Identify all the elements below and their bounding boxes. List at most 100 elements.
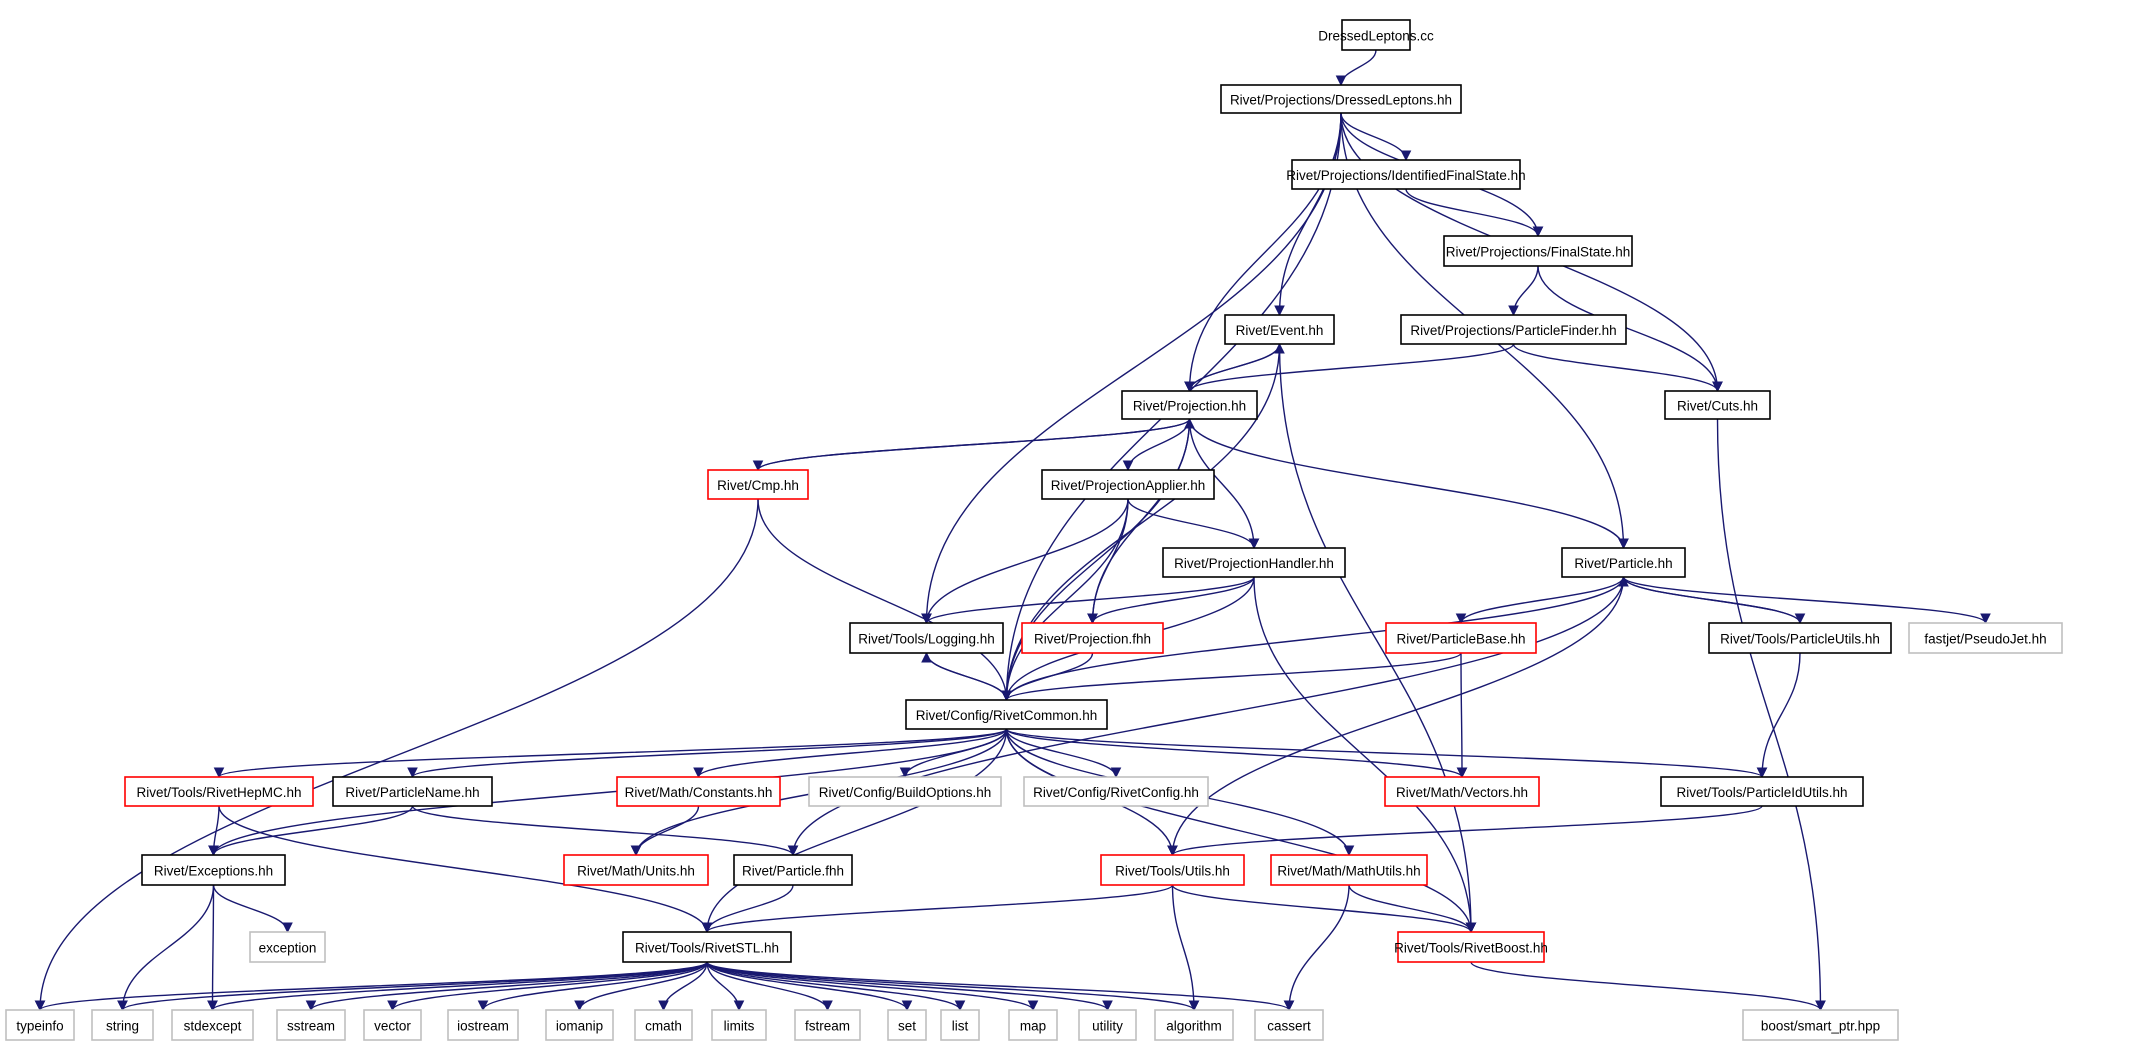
edge-rstl-to-typeinfo xyxy=(39,961,708,1011)
node-mathutils[interactable]: Rivet/Math/MathUtils.hh xyxy=(1270,854,1428,886)
node-label-map: map xyxy=(1020,1019,1046,1034)
arrow-head-dl_hh-to-event xyxy=(1274,305,1285,317)
arrow-head-common-to-rconfig xyxy=(1110,767,1122,779)
arrow-head-common-to-logging xyxy=(921,651,932,663)
arrow-head-phandler-to-logging xyxy=(921,613,932,625)
edge-proj-to-phandler xyxy=(1188,418,1255,549)
node-label-pbase: Rivet/ParticleBase.hh xyxy=(1396,632,1525,647)
node-label-particlefhh: Rivet/Particle.fhh xyxy=(742,864,844,879)
arrow-head-rstl-to-cmath xyxy=(658,1000,669,1012)
node-label-rconfig: Rivet/Config/RivetConfig.hh xyxy=(1033,785,1199,800)
node-box-exceptions xyxy=(141,854,286,886)
node-dl_hh[interactable]: Rivet/Projections/DressedLeptons.hh xyxy=(1220,84,1462,114)
edge-common-to-logging xyxy=(925,652,1008,701)
edge-dl_cc-to-dl_hh xyxy=(1340,49,1377,86)
node-fs[interactable]: Rivet/Projections/FinalState.hh xyxy=(1443,235,1633,267)
node-utils[interactable]: Rivet/Tools/Utils.hh xyxy=(1100,854,1245,886)
edge-fs-to-cuts xyxy=(1537,265,1719,392)
edge-utils-to-rstl xyxy=(706,884,1174,933)
node-fstream: fstream xyxy=(794,1009,861,1041)
node-particlefhh[interactable]: Rivet/Particle.fhh xyxy=(733,854,853,886)
node-putils[interactable]: Rivet/Tools/ParticleUtils.hh xyxy=(1708,622,1892,654)
node-box-buildopts xyxy=(808,776,1002,807)
node-box-typeinfo xyxy=(5,1009,75,1041)
arrow-head-utils-to-rstl xyxy=(701,922,713,934)
edge-dl_hh-to-logging xyxy=(925,112,1342,624)
edge-common-to-rboost xyxy=(1005,728,1472,933)
arrow-head-common-to-pidutils xyxy=(1756,767,1768,779)
edge-pname-to-particlefhh xyxy=(411,805,794,856)
node-dl_cc[interactable]: DressedLeptons.cc xyxy=(1318,19,1434,51)
node-box-rboost xyxy=(1397,931,1545,963)
node-label-algorithm: algorithm xyxy=(1166,1019,1222,1034)
node-box-iomanip xyxy=(545,1009,614,1041)
node-label-putils: Rivet/Tools/ParticleUtils.hh xyxy=(1720,632,1880,647)
node-label-rstl: Rivet/Tools/RivetSTL.hh xyxy=(635,941,779,956)
edge-proj-to-particle xyxy=(1188,418,1625,549)
node-logging[interactable]: Rivet/Tools/Logging.hh xyxy=(849,622,1004,654)
node-vector: vector xyxy=(363,1009,422,1041)
edge-cmp-to-typeinfo xyxy=(39,498,759,1011)
node-box-vector xyxy=(363,1009,422,1041)
node-units[interactable]: Rivet/Math/Units.hh xyxy=(563,854,709,886)
node-box-putils xyxy=(1708,622,1892,654)
node-label-cassert: cassert xyxy=(1267,1019,1311,1034)
node-label-rboost: Rivet/Tools/RivetBoost.hh xyxy=(1394,941,1548,956)
node-box-utils xyxy=(1100,854,1245,886)
node-exceptions[interactable]: Rivet/Exceptions.hh xyxy=(141,854,286,886)
node-rstl[interactable]: Rivet/Tools/RivetSTL.hh xyxy=(622,931,792,963)
node-box-string xyxy=(91,1009,154,1041)
node-projfhh[interactable]: Rivet/Projection.fhh xyxy=(1021,622,1164,654)
node-vectors[interactable]: Rivet/Math/Vectors.hh xyxy=(1384,776,1540,807)
node-phandler[interactable]: Rivet/ProjectionHandler.hh xyxy=(1162,547,1346,578)
node-label-buildopts: Rivet/Config/BuildOptions.hh xyxy=(819,785,992,800)
node-label-exception: exception xyxy=(259,941,317,956)
edge-rstl-to-fstream xyxy=(706,961,829,1011)
node-cmp[interactable]: Rivet/Cmp.hh xyxy=(707,469,809,500)
node-proj[interactable]: Rivet/Projection.hh xyxy=(1121,390,1258,420)
node-box-dl_hh xyxy=(1220,84,1462,114)
node-label-dl_hh: Rivet/Projections/DressedLeptons.hh xyxy=(1230,93,1452,108)
node-box-utility xyxy=(1078,1009,1137,1041)
edge-pname-to-exceptions xyxy=(212,805,414,856)
arrow-head-common-to-mathutils xyxy=(1343,845,1355,857)
arrow-head-pname-to-particlefhh xyxy=(787,845,799,857)
node-label-vectors: Rivet/Math/Vectors.hh xyxy=(1396,785,1528,800)
edge-exceptions-to-exception xyxy=(212,884,289,933)
edge-exceptions-to-stdexcept xyxy=(211,884,215,1011)
node-label-smartptr: boost/smart_ptr.hpp xyxy=(1761,1019,1880,1034)
edge-cmp-to-proj xyxy=(757,418,1191,471)
edge-cmp-to-common xyxy=(757,498,1008,701)
node-box-fs xyxy=(1443,235,1633,267)
edge-hepmc-to-rstl xyxy=(218,805,708,933)
node-event[interactable]: Rivet/Event.hh xyxy=(1224,314,1335,345)
node-hepmc[interactable]: Rivet/Tools/RivetHepMC.hh xyxy=(124,776,314,807)
node-pidutils[interactable]: Rivet/Tools/ParticleIdUtils.hh xyxy=(1660,776,1864,807)
node-label-list: list xyxy=(952,1019,969,1034)
node-box-pidutils xyxy=(1660,776,1864,807)
node-particle[interactable]: Rivet/Particle.hh xyxy=(1561,547,1686,578)
node-constants[interactable]: Rivet/Math/Constants.hh xyxy=(616,776,781,807)
node-pbase[interactable]: Rivet/ParticleBase.hh xyxy=(1385,622,1537,654)
node-box-algorithm xyxy=(1154,1009,1234,1041)
node-cuts[interactable]: Rivet/Cuts.hh xyxy=(1664,390,1771,420)
node-ifs[interactable]: Rivet/Projections/IdentifiedFinalState.h… xyxy=(1286,159,1526,190)
edge-papplier-to-common xyxy=(1005,498,1129,701)
node-box-cuts xyxy=(1664,390,1771,420)
edge-rstl-to-string xyxy=(121,961,708,1011)
node-label-set: set xyxy=(898,1019,916,1034)
node-box-sstream xyxy=(276,1009,346,1041)
node-rboost[interactable]: Rivet/Tools/RivetBoost.hh xyxy=(1394,931,1548,963)
edge-rstl-to-stdexcept xyxy=(211,961,708,1011)
node-pname[interactable]: Rivet/ParticleName.hh xyxy=(332,776,493,807)
edge-exceptions-to-string xyxy=(121,884,215,1011)
node-pfinder[interactable]: Rivet/Projections/ParticleFinder.hh xyxy=(1400,314,1627,345)
node-common[interactable]: Rivet/Config/RivetCommon.hh xyxy=(905,699,1108,730)
node-label-units: Rivet/Math/Units.hh xyxy=(577,864,695,879)
node-stdexcept: stdexcept xyxy=(171,1009,254,1041)
node-sstream: sstream xyxy=(276,1009,346,1041)
node-papplier[interactable]: Rivet/ProjectionApplier.hh xyxy=(1041,469,1215,500)
arrow-head-dl_hh-to-ifs xyxy=(1400,150,1412,162)
edge-dl_hh-to-ifs xyxy=(1340,112,1407,161)
edge-pfinder-to-proj xyxy=(1188,343,1515,392)
